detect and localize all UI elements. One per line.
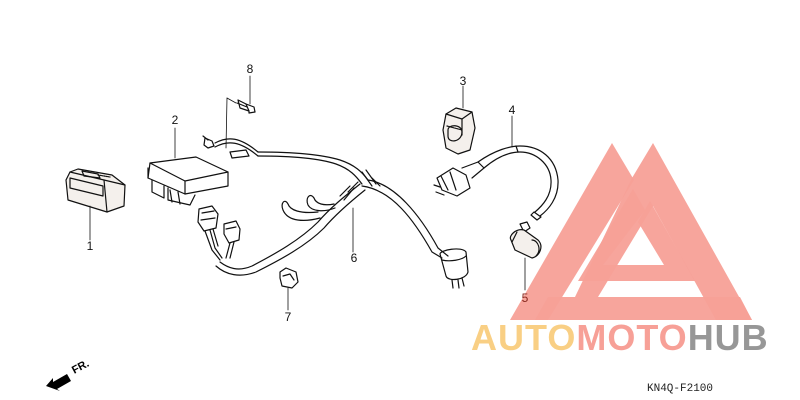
callout-1[interactable]: 1 <box>86 239 94 253</box>
callout-7[interactable]: 7 <box>284 310 292 324</box>
callout-3[interactable]: 3 <box>459 74 467 88</box>
part-bolt[interactable] <box>225 75 256 149</box>
part-spark-plug-cap[interactable] <box>509 221 542 291</box>
watermark-brand: AUTOMOTOHUB <box>471 318 769 358</box>
part-connector-cover[interactable] <box>65 168 126 241</box>
callout-6[interactable]: 6 <box>350 251 358 265</box>
diagram-code: KN4Q-F2100 <box>647 383 714 395</box>
brand-moto: MOTO <box>576 317 688 358</box>
part-wire-harness[interactable] <box>197 135 469 289</box>
callout-2[interactable]: 2 <box>171 113 179 127</box>
callout-8[interactable]: 8 <box>246 62 254 76</box>
part-clamp-cap[interactable] <box>442 85 476 155</box>
part-ignition-coil[interactable] <box>433 115 559 221</box>
arrow-front-icon <box>46 374 71 391</box>
part-control-unit[interactable] <box>147 127 229 206</box>
part-connector-clip[interactable] <box>279 267 299 311</box>
brand-hub: HUB <box>687 317 769 358</box>
callout-5[interactable]: 5 <box>521 291 529 305</box>
brand-auto: AUTO <box>471 317 577 358</box>
callout-4[interactable]: 4 <box>508 103 516 117</box>
